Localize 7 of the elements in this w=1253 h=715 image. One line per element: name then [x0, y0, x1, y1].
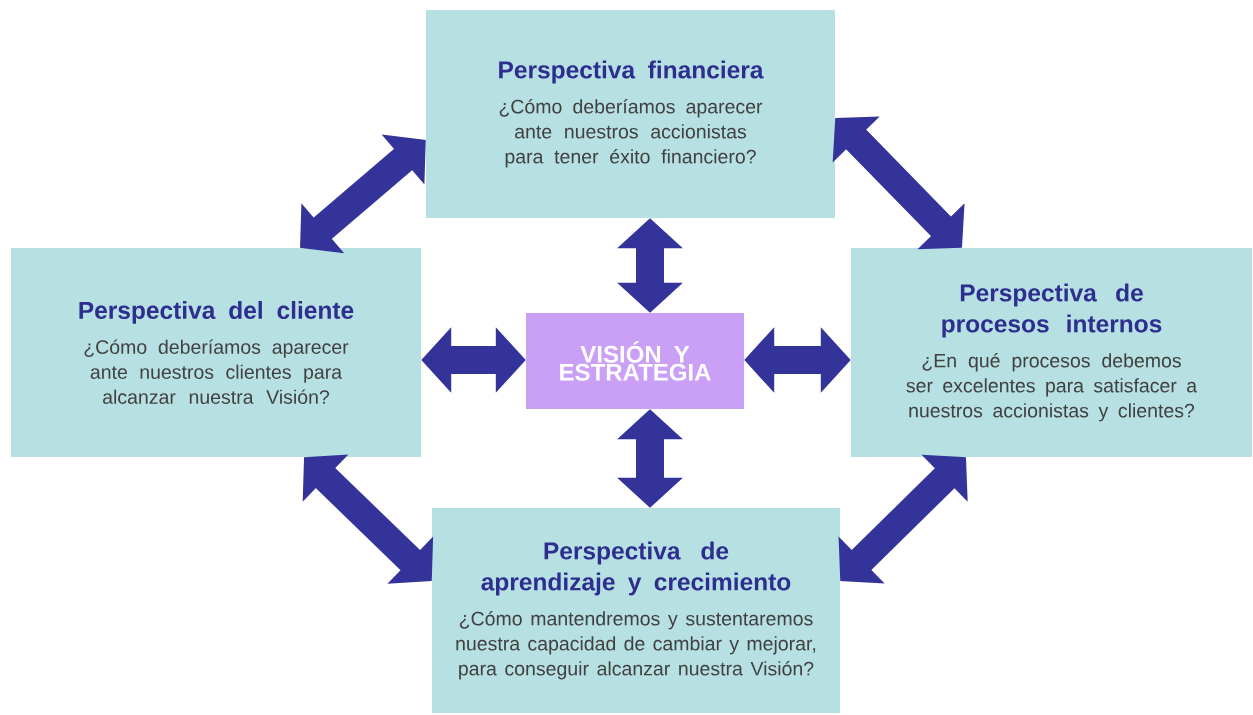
- perspective-box: Perspectiva del cliente ¿Cómo deberíamos aparecer ante nuestros clientes para alcanzar nuestra Visión?: [11, 248, 421, 457]
- perspective-box: Perspectiva financiera ¿Cómo deberíamos aparecer ante nuestros accionistas para tener éxito financiero?: [426, 10, 835, 218]
- double-arrow: [838, 454, 968, 584]
- perspective-box: Perspectiva de procesos internos ¿En qué procesos debemos ser excelentes para satisfacer a nuestros accionistas y clientes?: [851, 248, 1252, 457]
- perspective-box: Perspectiva de aprendizaje y crecimiento ¿Cómo mantendremos y sustentaremos nuestra capacidad de cambiar y mejorar, para conseguir alcanzar nuestra Visión?: [432, 508, 840, 713]
- vision-box: VISIÓN Y ESTRATEGIA: [526, 313, 744, 409]
- double-arrow: [300, 134, 426, 254]
